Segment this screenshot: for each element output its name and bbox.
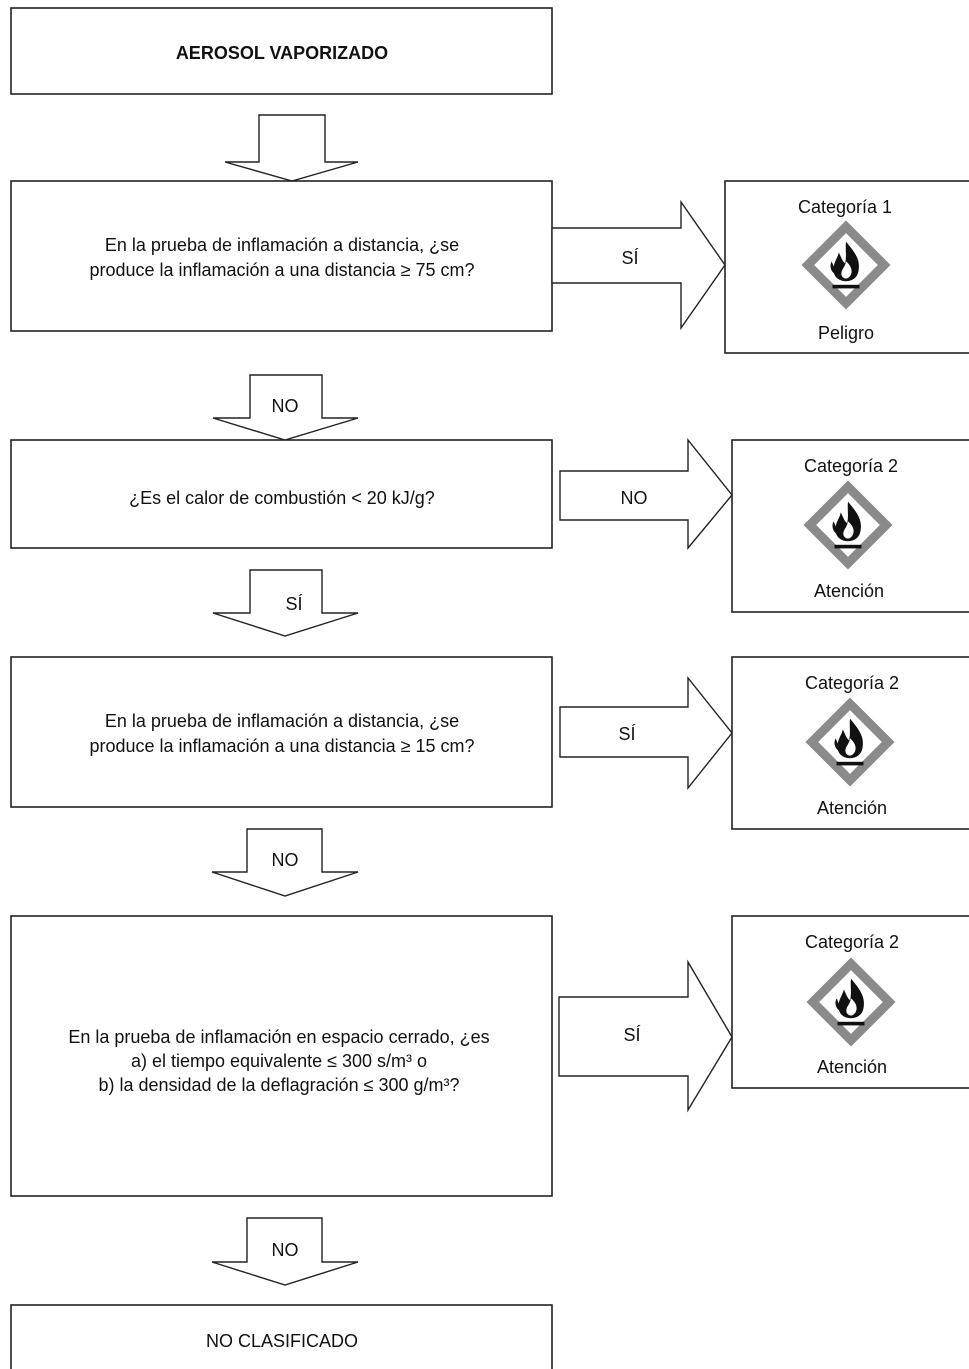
end-box: NO CLASIFICADO <box>10 1304 553 1369</box>
start-label: AEROSOL VAPORIZADO <box>176 43 388 63</box>
end-label: NO CLASIFICADO <box>206 1331 358 1351</box>
result-3-signal-word: Atención <box>817 798 887 818</box>
question-2-line-1: ¿Es el calor de combustión < 20 kJ/g? <box>129 488 435 508</box>
down-arrow-label: SÍ <box>285 594 302 614</box>
result-3-category: Categoría 2 <box>805 673 899 693</box>
down-arrow-1 <box>224 114 359 182</box>
result-1-category: Categoría 1 <box>798 197 892 217</box>
result-4-category: Categoría 2 <box>805 932 899 952</box>
result-2-signal-word: Atención <box>814 581 884 601</box>
right-arrow-label: SÍ <box>618 724 635 744</box>
question-box-2: ¿Es el calor de combustión < 20 kJ/g? <box>10 439 553 549</box>
down-arrow-4: NO <box>211 828 359 897</box>
question-3-line-1: En la prueba de inflamación a distancia,… <box>105 711 459 731</box>
question-4-line-3: b) la densidad de la deflagración ≤ 300 … <box>98 1075 459 1095</box>
right-arrow-label: NO <box>621 488 648 508</box>
question-1-line-1: En la prueba de inflamación a distancia,… <box>105 235 459 255</box>
question-box-3: En la prueba de inflamación a distancia,… <box>10 656 553 808</box>
right-arrow-label: SÍ <box>621 248 638 268</box>
result-box-4: Categoría 2 Atención <box>731 915 969 1089</box>
question-box-1: En la prueba de inflamación a distancia,… <box>10 180 553 332</box>
flame-icon <box>805 697 895 787</box>
question-1-line-2: produce la inflamación a una distancia ≥… <box>89 260 474 280</box>
right-arrow-2: NO <box>559 438 733 550</box>
right-arrow-1: SÍ <box>551 199 726 331</box>
flame-icon <box>801 220 891 310</box>
right-arrow-label: SÍ <box>623 1025 640 1045</box>
down-arrow-label: NO <box>272 850 299 870</box>
result-box-3: Categoría 2 Atención <box>731 656 969 830</box>
flame-icon <box>803 480 893 570</box>
start-box: AEROSOL VAPORIZADO <box>10 7 553 95</box>
question-4-line-1: En la prueba de inflamación en espacio c… <box>68 1027 489 1047</box>
down-arrow-5: NO <box>211 1217 359 1286</box>
result-4-signal-word: Atención <box>817 1057 887 1077</box>
right-arrow-4: SÍ <box>558 959 733 1113</box>
result-box-1: Categoría 1 Peligro <box>724 180 969 354</box>
flame-icon <box>806 957 896 1047</box>
question-box-4: En la prueba de inflamación en espacio c… <box>10 915 553 1197</box>
result-2-category: Categoría 2 <box>804 456 898 476</box>
down-arrow-label: NO <box>272 1240 299 1260</box>
question-4-line-2: a) el tiempo equivalente ≤ 300 s/m³ o <box>131 1051 427 1071</box>
right-arrow-3: SÍ <box>559 676 733 790</box>
result-1-signal-word: Peligro <box>818 323 874 343</box>
down-arrow-label: NO <box>272 396 299 416</box>
result-box-2: Categoría 2 Atención <box>731 439 969 613</box>
down-arrow-3: SÍ <box>212 569 359 637</box>
question-3-line-2: produce la inflamación a una distancia ≥… <box>89 736 474 756</box>
down-arrow-2: NO <box>212 374 359 441</box>
